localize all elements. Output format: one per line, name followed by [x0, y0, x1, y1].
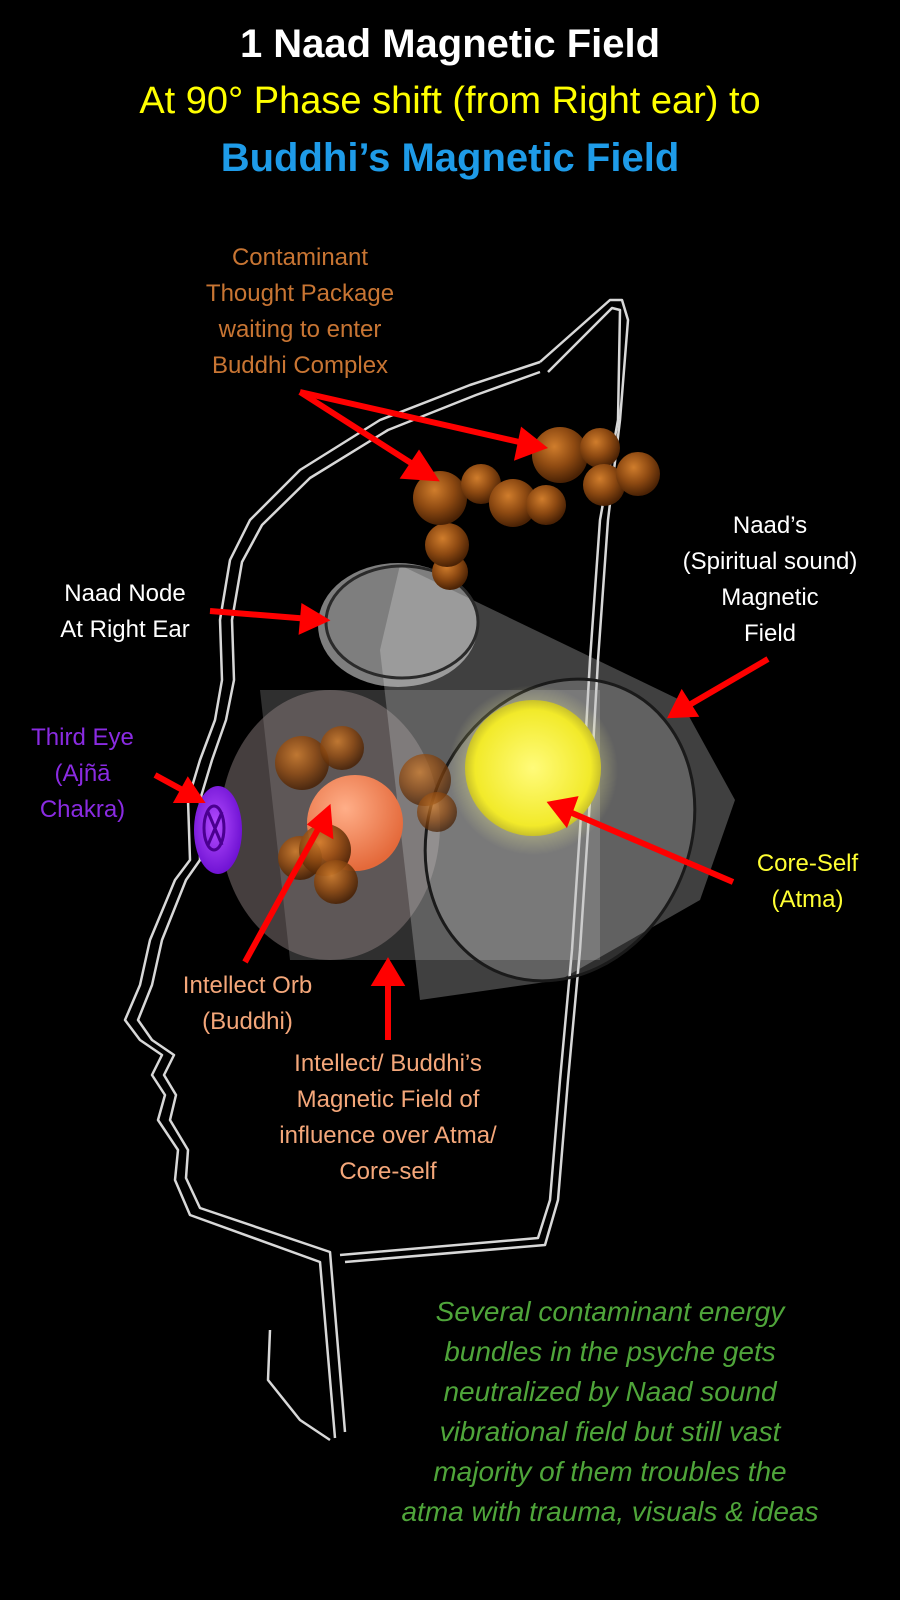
note-contaminant-energy: Several contaminant energy bundles in th… — [401, 1296, 819, 1527]
contaminant-ball — [526, 485, 566, 525]
contaminant-ball — [425, 523, 469, 567]
title-line-3: Buddhi’s Magnetic Field — [220, 136, 680, 180]
contaminant-ball — [417, 792, 457, 832]
contaminant-ball — [320, 726, 364, 770]
pointer-arrows — [153, 389, 770, 1040]
third-eye-chakra — [194, 786, 242, 874]
contaminant-ball — [616, 452, 660, 496]
head-outline — [123, 298, 630, 1442]
label-third-eye: Third Eye (Ajñā Chakra) — [31, 724, 134, 823]
contaminant-ball — [580, 428, 620, 468]
contaminant-ball — [532, 427, 588, 483]
contaminant-ball — [275, 736, 329, 790]
contaminant-ball — [583, 464, 625, 506]
label-core-self: Core-Self (Atma) — [756, 850, 859, 913]
contaminant-ball — [413, 471, 467, 525]
contaminant-ball — [314, 860, 358, 904]
title-line-2: At 90° Phase shift (from Right ear) to — [139, 80, 761, 122]
label-contaminant-thought-package: Contaminant Thought Package waiting to e… — [205, 244, 395, 379]
label-intellect-orb: Intellect Orb (Buddhi) — [182, 972, 313, 1035]
label-naad-node: Naad Node At Right Ear — [60, 580, 190, 643]
contaminant-ball — [489, 479, 537, 527]
label-naad-field: Naad’s (Spiritual sound) Magnetic Field — [682, 512, 858, 647]
label-buddhi-field: Intellect/ Buddhi’s Magnetic Field of in… — [279, 1050, 497, 1185]
contaminant-thought-package — [413, 427, 660, 590]
title-line-1: 1 Naad Magnetic Field — [239, 22, 661, 66]
